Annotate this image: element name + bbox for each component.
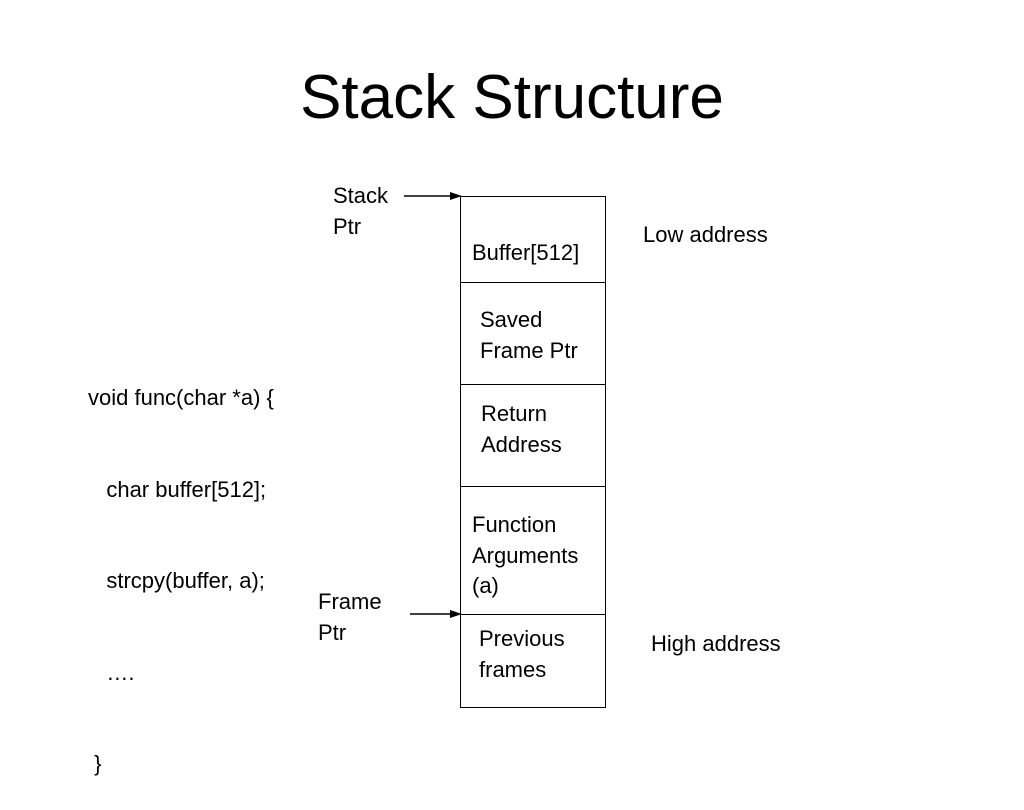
code-snippet: void func(char *a) { char buffer[512]; s…	[88, 322, 274, 810]
code-line: }	[88, 751, 102, 776]
high-address-label: High address	[651, 631, 781, 656]
low-address-label: Low address	[643, 222, 768, 247]
frame-ptr-arrow	[410, 610, 462, 618]
stack-cell-label: Saved Frame Ptr	[480, 307, 578, 363]
stack-cell-saved-frame-ptr: Saved Frame Ptr	[461, 283, 605, 385]
code-line: void func(char *a) {	[88, 385, 274, 410]
stack-cell-label: Function Arguments (a)	[472, 512, 579, 598]
stack-cell-return-address: Return Address	[461, 385, 605, 487]
code-line: strcpy(buffer, a);	[88, 568, 265, 593]
stack-cell-function-arguments: Function Arguments (a)	[461, 487, 605, 615]
code-line: char buffer[512];	[88, 476, 267, 502]
code-line: ….	[88, 659, 135, 685]
stack-cell-previous-frames: Previous frames	[461, 615, 605, 707]
stack-cell-label: Buffer[512]	[472, 240, 580, 265]
stack-frame-box: Buffer[512] Saved Frame Ptr Return Addre…	[460, 196, 606, 708]
slide-title: Stack Structure	[300, 63, 724, 132]
stack-ptr-arrow	[404, 192, 462, 200]
stack-cell-label: Previous frames	[479, 626, 565, 682]
stack-cell-label: Return Address	[481, 401, 562, 457]
stack-cell-buffer: Buffer[512]	[461, 197, 605, 283]
stack-ptr-label: Stack Ptr	[333, 183, 389, 239]
frame-ptr-label: Frame Ptr	[318, 589, 382, 645]
